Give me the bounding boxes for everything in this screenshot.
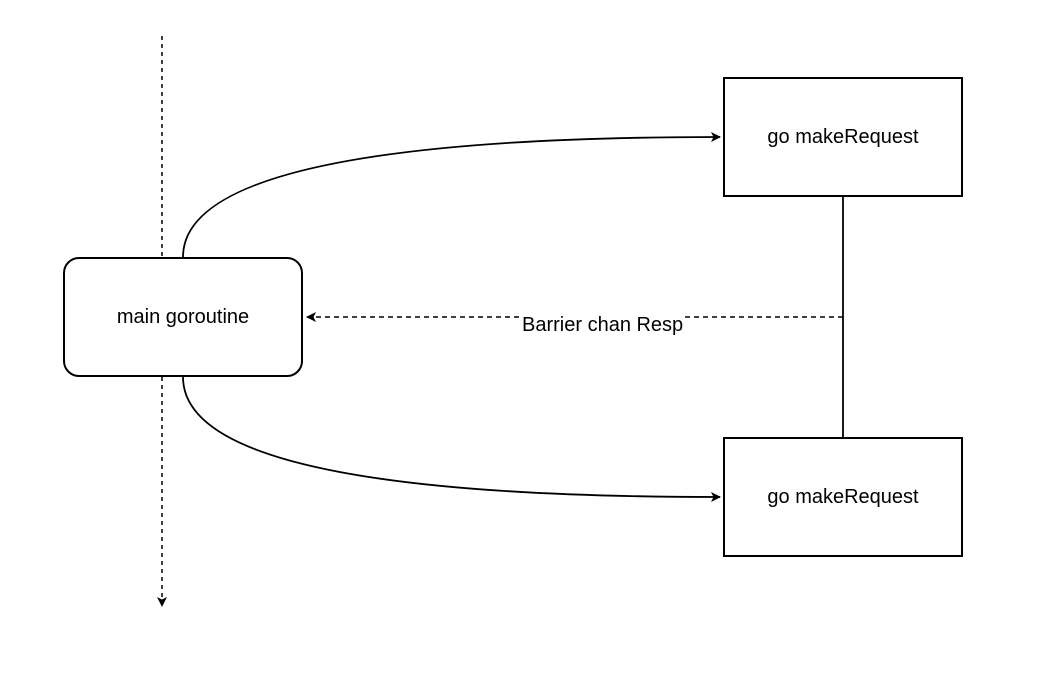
make-request-node-top[interactable]: go makeRequest [723,77,963,197]
make-request-node-bottom[interactable]: go makeRequest [723,437,963,557]
main-goroutine-label: main goroutine [116,305,250,328]
main-goroutine-node[interactable]: main goroutine [63,257,303,377]
spawn-arrow-top [182,132,721,258]
spawn-arrow-bottom [182,376,721,502]
barrier-channel-label: Barrier chan Resp [520,313,686,337]
make-request-label-bottom: go makeRequest [767,485,919,508]
make-request-label-top: go makeRequest [767,125,919,148]
